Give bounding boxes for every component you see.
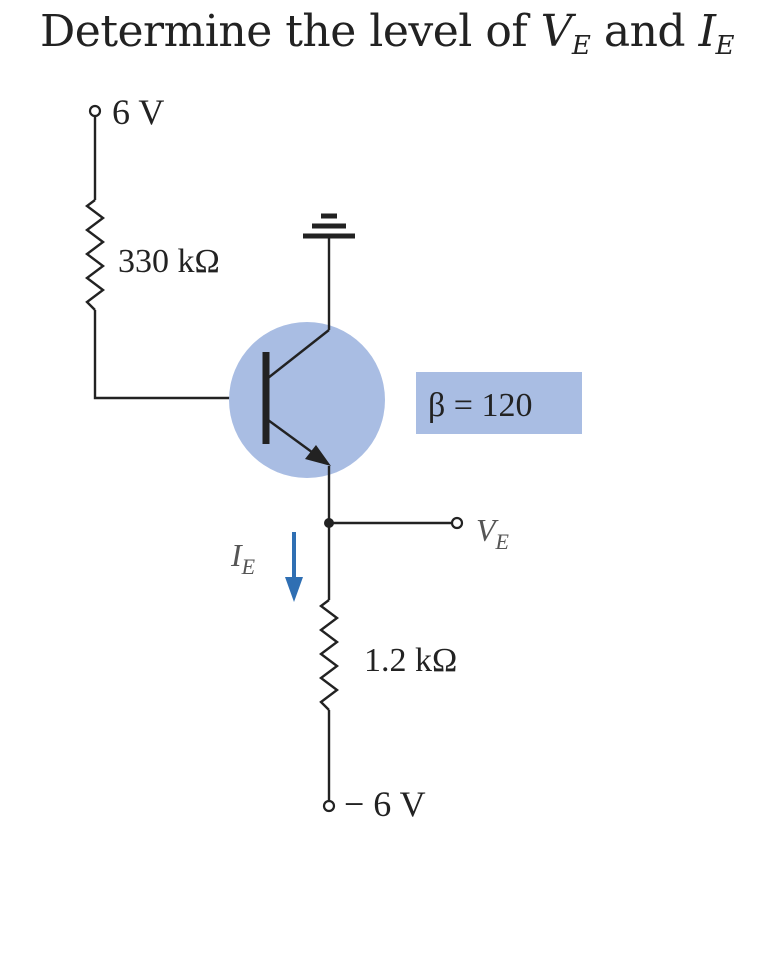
emitter-resistor-label: 1.2 kΩ — [364, 642, 457, 679]
question-var-ie-sub: E — [715, 31, 734, 61]
emitter-arrow-icon — [305, 445, 331, 466]
vcc-label: 6 V — [112, 92, 164, 132]
base-wire — [93, 310, 264, 400]
question-text: Determine the level of VE and IE — [40, 6, 734, 61]
transistor-body — [229, 322, 385, 478]
vee-label: − 6 V — [344, 784, 426, 824]
ve-terminal — [450, 516, 464, 530]
vee-terminal — [322, 799, 336, 813]
question-mid: and — [590, 6, 699, 57]
base-resistor — [85, 199, 105, 311]
beta-box — [416, 372, 582, 434]
current-arrow-icon — [285, 577, 303, 602]
question-var-ve: V — [540, 6, 573, 57]
question-var-ie: I — [698, 6, 716, 57]
ve-label-main: V — [476, 512, 499, 548]
question-prefix: Determine the level of — [40, 6, 541, 57]
emitter-resistor — [319, 599, 339, 711]
question-var-ve-sub: E — [571, 31, 591, 61]
base-resistor-label: 330 kΩ — [118, 243, 220, 280]
ve-label-sub: E — [495, 529, 510, 554]
ve-label: VE — [476, 512, 510, 554]
ie-label: IE — [230, 537, 256, 579]
vcc-terminal — [88, 104, 102, 118]
beta-label: β = 120 — [428, 387, 532, 424]
ie-label-main: I — [230, 537, 243, 573]
ie-label-sub: E — [241, 554, 256, 579]
transistor-collector — [267, 329, 330, 379]
